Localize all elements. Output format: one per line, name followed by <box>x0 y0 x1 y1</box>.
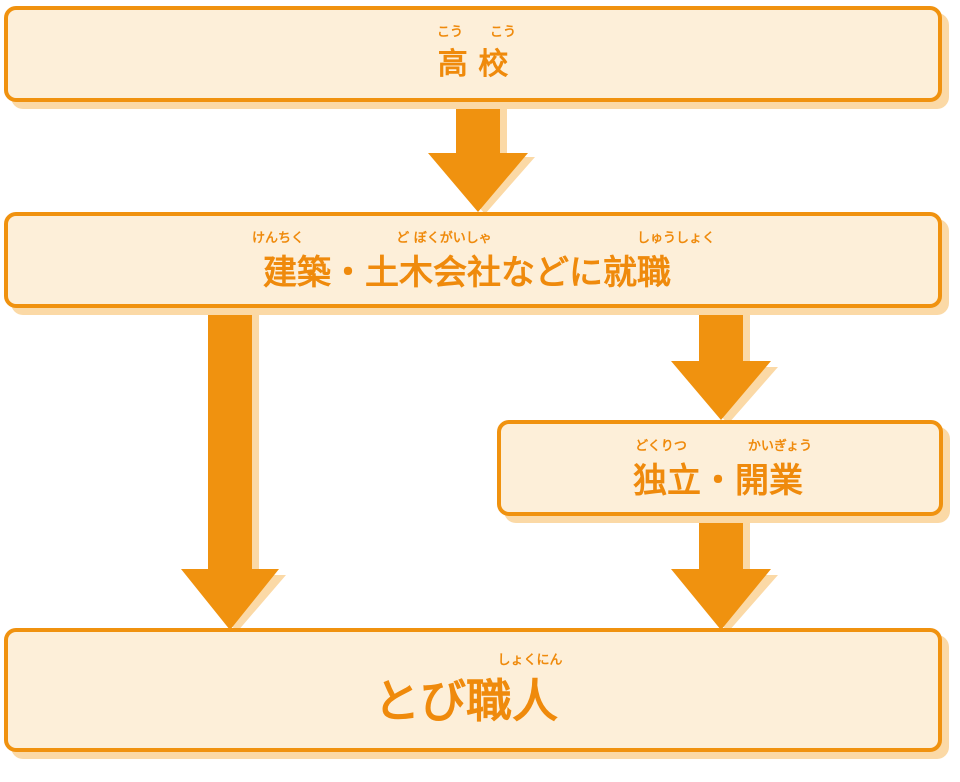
ruby-kenchiku: けんちく <box>251 231 305 246</box>
node-tobi-shokunin: しょくにん とび職人 <box>4 628 942 752</box>
ruby-shokunin: しょくにん <box>497 653 563 668</box>
node-high-school-label: 高 校 <box>437 47 509 82</box>
ruby-kou-1: こう <box>436 25 464 40</box>
ruby-kou-2: こう <box>489 25 517 40</box>
node-independence: どくりつ かいぎょう 独立・開業 <box>497 420 943 516</box>
ruby-dokuritsu: どくりつ <box>635 439 687 454</box>
ruby-kaigyou: かいぎょう <box>747 439 813 454</box>
node-tobi-shokunin-label: とび職人 <box>374 674 558 728</box>
node-high-school: こう こう 高 校 <box>4 6 942 102</box>
node-employment-label: 建築・土木会社などに就職 <box>263 253 671 293</box>
ruby-doboku-gaisha: ど ぼくがいしゃ <box>396 231 492 246</box>
ruby-shuushoku: しゅうしょく <box>636 231 716 246</box>
node-employment: けんちく ど ぼくがいしゃ しゅうしょく 建築・土木会社などに就職 <box>4 212 942 308</box>
node-independence-label: 独立・開業 <box>633 461 803 501</box>
